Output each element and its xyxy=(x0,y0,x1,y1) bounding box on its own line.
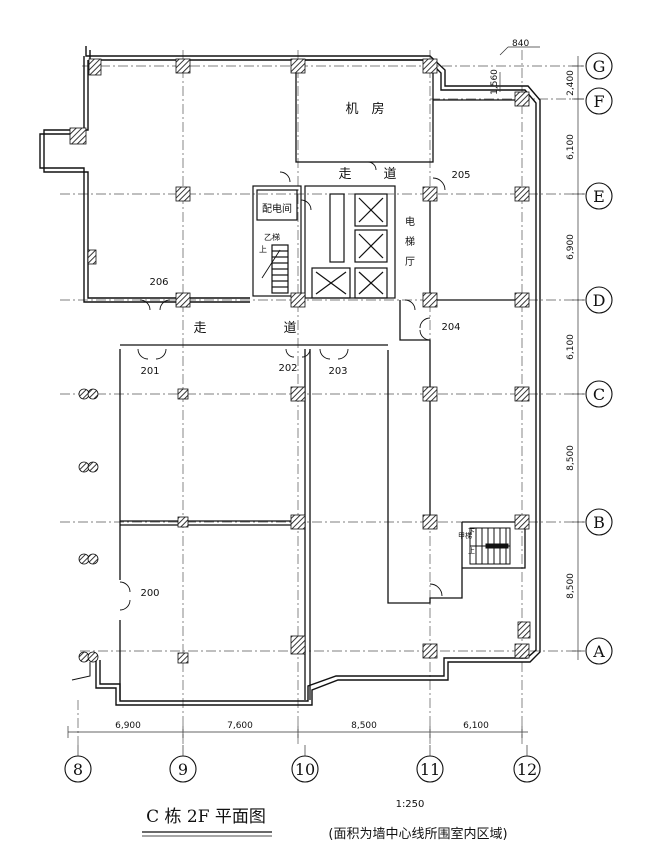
corridor-main-char2: 道 xyxy=(283,321,296,336)
round-columns xyxy=(78,388,99,663)
door-202: 202 xyxy=(278,363,297,374)
axis-label-b: B xyxy=(593,513,605,532)
exterior-walls xyxy=(39,46,541,706)
axis-bubbles xyxy=(64,52,613,783)
drawing-subtitle: (面积为墙中心线所围室内区域) xyxy=(328,826,507,842)
dim-bottom-3: 8,500 xyxy=(351,721,377,731)
exterior-step-line xyxy=(71,662,91,681)
axis-label-8: 8 xyxy=(73,760,83,779)
dim-right-1: 2,400 xyxy=(566,70,576,96)
axis-label-9: 9 xyxy=(178,760,188,779)
corridor-top-char2: 道 xyxy=(383,167,396,182)
axis-label-a: A xyxy=(592,642,605,661)
corridor-main-char1: 走 xyxy=(193,321,206,336)
door-200: 200 xyxy=(140,588,159,599)
stair-b-label: 乙梯 xyxy=(264,232,280,242)
axis-label-d: D xyxy=(593,291,606,310)
door-swings xyxy=(119,161,446,611)
axis-label-12: 12 xyxy=(517,760,537,779)
structural-columns xyxy=(69,58,531,664)
dim-top-1560: 1,560 xyxy=(490,69,500,95)
stair-a xyxy=(469,527,511,565)
drawing-title: C 栋 2F 平面图 xyxy=(146,807,266,827)
axis-label-10: 10 xyxy=(295,760,315,779)
drawing-scale: 1:250 xyxy=(396,799,425,810)
stair-b-up: 上 xyxy=(259,245,267,254)
axis-label-f: F xyxy=(593,92,604,111)
dim-right-2: 6,100 xyxy=(566,134,576,160)
door-205: 205 xyxy=(451,170,470,181)
axis-label-e: E xyxy=(593,187,605,206)
door-206: 206 xyxy=(149,277,168,288)
core-block xyxy=(252,185,396,299)
dim-right-5: 8,500 xyxy=(566,445,576,471)
axis-grid-lines xyxy=(60,50,585,745)
elevator-hall-char2: 梯 xyxy=(405,235,415,248)
axis-label-c: C xyxy=(593,385,605,404)
axis-label-11: 11 xyxy=(420,760,440,779)
dim-top-840: 840 xyxy=(512,39,529,49)
door-204: 204 xyxy=(441,322,460,333)
elevator-hall-char3: 厅 xyxy=(405,257,415,268)
stair-a-down: 下 xyxy=(468,528,475,536)
dim-bottom-2: 7,600 xyxy=(227,721,253,731)
corridor-top-char1: 走 xyxy=(338,167,351,182)
axis-label-g: G xyxy=(593,57,606,76)
door-201: 201 xyxy=(140,366,159,377)
dimension-lines xyxy=(67,46,584,738)
stair-a-label: 甲梯 xyxy=(458,531,472,540)
stair-a-up: 上 xyxy=(468,546,475,555)
door-203: 203 xyxy=(328,366,347,377)
dim-right-4: 6,100 xyxy=(566,334,576,360)
dim-right-6: 8,500 xyxy=(566,573,576,599)
dim-right-3: 6,900 xyxy=(566,234,576,260)
elevator-hall-char1: 电 xyxy=(405,215,415,228)
room-machine: 机 房 xyxy=(345,101,384,117)
room-electrical: 配电间 xyxy=(262,202,292,215)
dim-bottom-1: 6,900 xyxy=(115,721,141,731)
interior-walls xyxy=(119,59,526,700)
dim-bottom-4: 6,100 xyxy=(463,721,489,731)
